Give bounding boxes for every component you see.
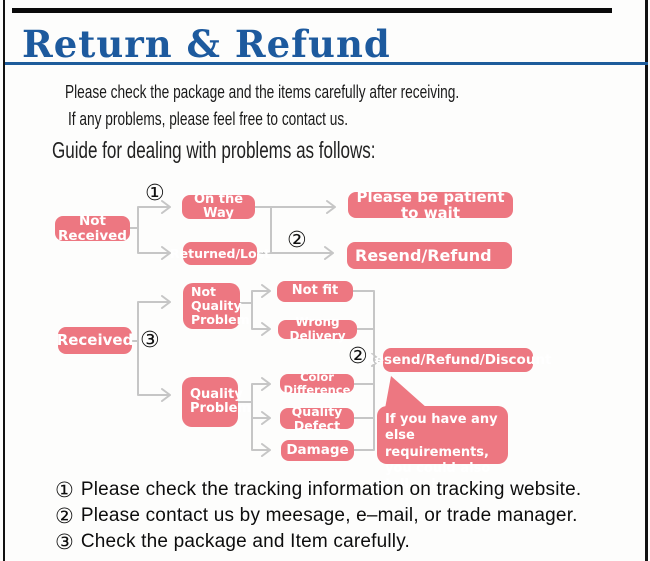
guide-heading: Guide for dealing with problems as follo… <box>52 137 376 163</box>
intro-line-2: If any problems, please feel free to con… <box>68 108 349 129</box>
flow-node-quality-defect: Quality Defect <box>280 404 354 432</box>
note-3-text: Check the package and Item carefully. <box>80 531 410 552</box>
legend-notes: ① Please check the tracking information … <box>55 477 581 555</box>
legend-note-1: ① Please check the tracking information … <box>55 477 581 503</box>
flow-node-damage: Damage <box>281 440 354 461</box>
flow-node-wrong-delivery: Wrong Delivery <box>278 316 357 342</box>
left-border-line <box>3 0 5 561</box>
title-underline <box>5 62 648 65</box>
flow-node-resend-refund: Resend/Refund <box>347 242 512 269</box>
flow-node-be-patient: Please be patient to wait <box>348 188 513 221</box>
flow-node-not-fit: Not fit <box>277 281 353 302</box>
intro-line-1: Please check the package and the items c… <box>65 81 460 102</box>
step-marker-2-right: ② <box>348 344 368 369</box>
flow-node-resend-refund-discount: Resend/Refund/Discount <box>365 348 552 372</box>
step-marker-3: ③ <box>140 328 160 353</box>
right-border-line <box>645 0 648 561</box>
flow-node-not-quality-problem: Not Quality Problem <box>183 283 250 329</box>
flow-node-color-difference: Color Difference <box>280 371 354 396</box>
flow-node-received: Received <box>57 327 133 354</box>
note-1-text: Please check the tracking information on… <box>80 479 582 500</box>
note-2-marker: ② <box>55 504 74 528</box>
top-divider-bar <box>12 8 612 13</box>
flow-node-on-the-way: On the Way <box>182 192 255 221</box>
note-2-text: Please contact us by meesage, e–mail, or… <box>80 505 578 526</box>
note-1-marker: ① <box>55 478 74 502</box>
bubble-tail <box>384 376 427 414</box>
legend-note-2: ② Please contact us by meesage, e–mail, … <box>55 503 581 529</box>
note-3-marker: ③ <box>55 530 74 554</box>
step-marker-1: ① <box>145 181 165 206</box>
step-marker-2-top: ② <box>287 228 307 253</box>
note-bubble: If you have any else requirements, you c… <box>377 406 508 492</box>
legend-note-3: ③ Check the package and Item carefully. <box>55 529 581 555</box>
flow-node-returned-lost: Returned/Lost <box>170 242 270 265</box>
flow-node-quality-problem: Quality Problem <box>182 377 251 427</box>
flow-node-not-received: Not Received <box>55 213 130 243</box>
page-title: Return & Refund <box>22 22 391 66</box>
